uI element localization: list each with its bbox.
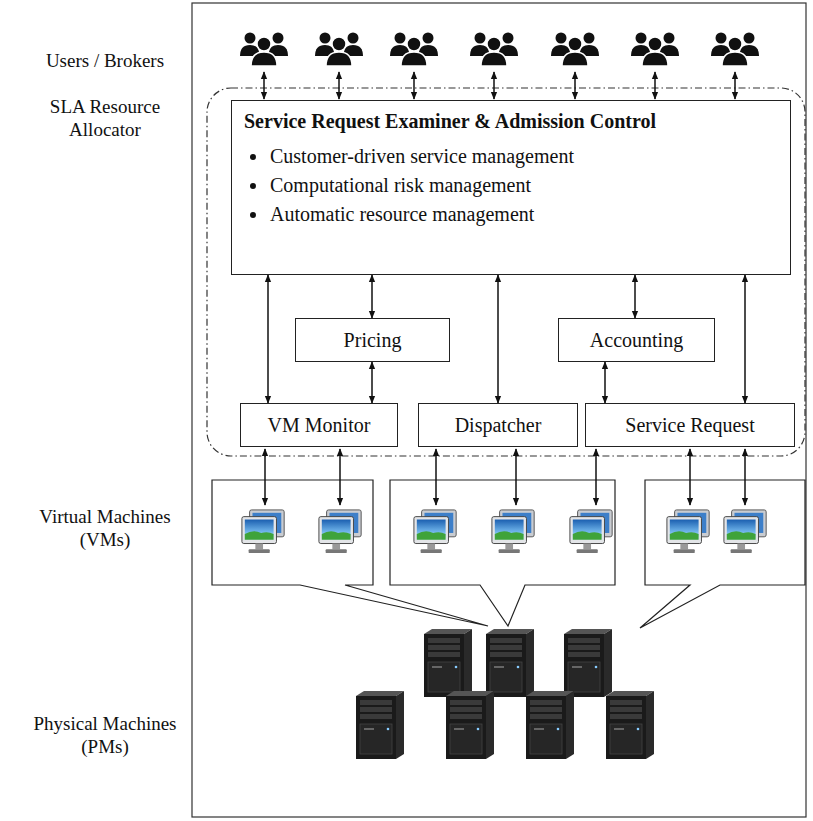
bullet-text: Automatic resource management bbox=[270, 202, 534, 227]
bullet bbox=[250, 183, 256, 189]
connector bbox=[497, 275, 499, 403]
connector bbox=[371, 275, 373, 318]
box-heading: Service Request Examiner & Admission Con… bbox=[244, 109, 778, 134]
box-label: VM Monitor bbox=[268, 413, 371, 438]
layer-label: SLA Resource Allocator bbox=[25, 96, 185, 142]
pm-icons bbox=[356, 629, 654, 759]
vm-icons bbox=[242, 510, 766, 553]
control-box: Service Request Examiner & Admission Con… bbox=[231, 100, 791, 275]
user-icons bbox=[240, 33, 759, 67]
box-label: Accounting bbox=[590, 328, 683, 353]
bullet bbox=[250, 212, 256, 218]
box-label: Dispatcher bbox=[455, 413, 542, 438]
component-box: Dispatcher bbox=[418, 403, 578, 447]
bullet-row: Customer-driven service management bbox=[244, 144, 778, 169]
connector bbox=[267, 275, 269, 403]
bullet-text: Computational risk management bbox=[270, 173, 531, 198]
layer-label: Physical Machines (PMs) bbox=[25, 713, 185, 759]
bullet-row: Automatic resource management bbox=[244, 202, 778, 227]
box-label: Pricing bbox=[344, 328, 402, 353]
component-box: Pricing bbox=[295, 318, 450, 362]
vm-arrows bbox=[265, 449, 745, 505]
layer-label: Users / Brokers bbox=[25, 50, 185, 73]
component-box: Accounting bbox=[558, 318, 715, 362]
user-arrows bbox=[264, 72, 735, 99]
layer-label: Virtual Machines (VMs) bbox=[25, 506, 185, 552]
vm-groups bbox=[212, 480, 805, 628]
component-box: VM Monitor bbox=[240, 403, 398, 447]
connector bbox=[604, 362, 606, 403]
bullet bbox=[250, 154, 256, 160]
connector bbox=[371, 362, 373, 403]
connector bbox=[744, 275, 746, 403]
box-label: Service Request bbox=[625, 413, 754, 438]
bullet-row: Computational risk management bbox=[244, 173, 778, 198]
connector bbox=[634, 275, 636, 318]
bullet-text: Customer-driven service management bbox=[270, 144, 574, 169]
component-box: Service Request bbox=[585, 403, 795, 447]
